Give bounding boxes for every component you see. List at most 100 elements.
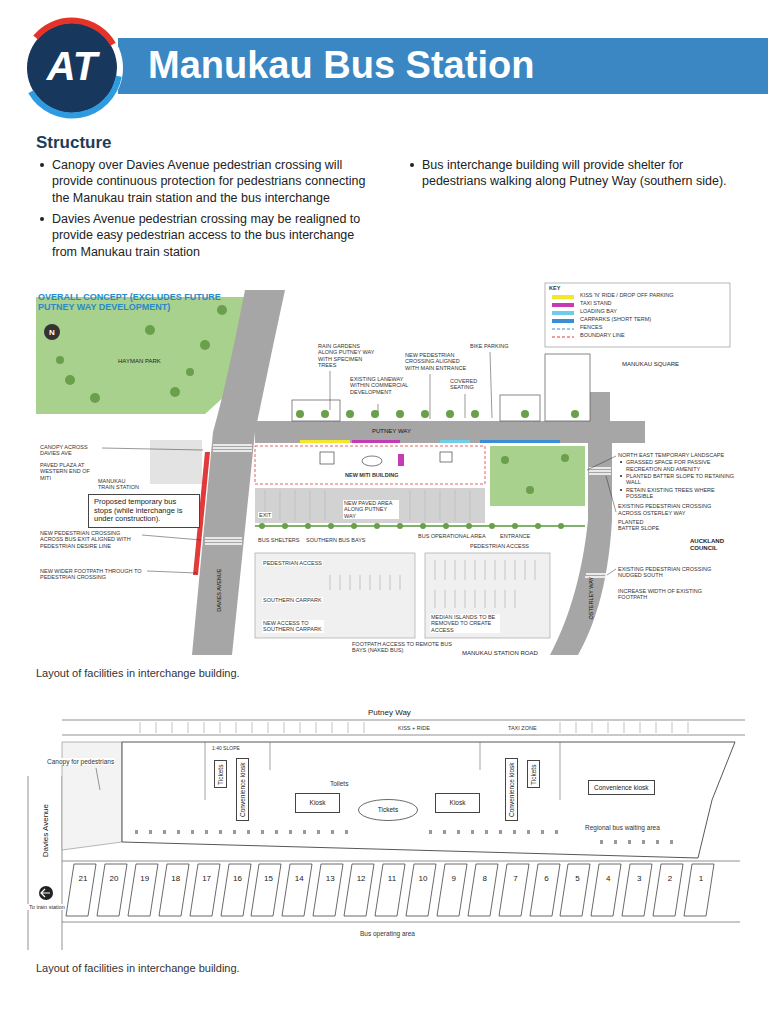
tree-row (255, 523, 585, 529)
bay-outline (468, 864, 498, 916)
bus-bay: 1 (684, 864, 714, 916)
callout-label: To train station (26, 904, 68, 910)
bench (331, 830, 334, 834)
road-edge (28, 720, 745, 950)
callout-label: PEDESTRIAN ACCESS (470, 543, 529, 549)
interchange-building (122, 742, 735, 858)
legend-row: FENCES (550, 325, 726, 332)
bay-outline (190, 864, 220, 916)
direction-arrow (39, 886, 53, 900)
road-name: Davies Avenue (41, 803, 50, 856)
legend-row: CARPARKS (SHORT TERM) (550, 317, 726, 324)
road-name: Putney Way (368, 708, 411, 717)
carpark (475, 590, 476, 608)
plan-title: OVERALL CONCEPT (EXCLUDES FUTURE PUTNEY … (38, 292, 253, 313)
bench (443, 830, 446, 834)
legend-line-sample (552, 329, 574, 330)
carpark (475, 560, 476, 580)
bay-number: 2 (655, 874, 685, 883)
parking-tick (220, 722, 221, 733)
tree-row (282, 523, 288, 529)
callout-label: 1:40 SLOPE (212, 746, 240, 752)
bay-number: 13 (315, 874, 345, 883)
parking-strip (300, 440, 560, 443)
road (255, 421, 645, 443)
bay-outline (406, 864, 436, 916)
callout-label: NEW PAVED AREA ALONG PUTNEY WAY (343, 500, 399, 519)
bench (149, 830, 152, 834)
callout-label: RETAIN EXISTING TREES WHERE POSSIBLE (626, 487, 736, 500)
bay-outline (251, 864, 281, 916)
leader-line (102, 448, 203, 450)
pedestrian-crossing (213, 450, 252, 452)
bay-outline (437, 864, 467, 916)
bench (289, 830, 292, 834)
bus-bay: 6 (530, 864, 560, 916)
tree-row (397, 523, 403, 529)
interchange-building (122, 742, 735, 858)
inner-wall (560, 742, 561, 800)
header-band (118, 38, 768, 94)
carpark (465, 560, 466, 580)
bay-outline (530, 864, 560, 916)
area-label: Regional bus waiting area (585, 824, 660, 831)
legend-row: TAXI STAND (550, 301, 726, 308)
logo-badge (21, 17, 123, 119)
callout-label: RAIN GARDENS ALONG PUTNEY WAY WITH SPECI… (318, 343, 380, 368)
miti-building (320, 452, 334, 464)
bench (600, 840, 603, 844)
carpark (515, 560, 516, 580)
tree (296, 410, 304, 418)
node-text: Tickets (530, 764, 537, 784)
bullet-dot (620, 461, 622, 463)
bay-number: 5 (562, 874, 592, 883)
legend-text: LOADING BAY (580, 308, 617, 314)
bay-outline (159, 864, 189, 916)
bus-area (295, 490, 296, 521)
bench (233, 830, 236, 834)
bay-number: 1 (686, 874, 716, 883)
carpark (505, 560, 506, 580)
bus-area (440, 490, 441, 521)
tree-row (259, 523, 564, 529)
carpark (495, 590, 496, 608)
bay-number: 15 (253, 874, 283, 883)
parking-strip (352, 440, 400, 443)
tree (346, 410, 354, 418)
callout-label: TAXI ZONE (508, 725, 537, 731)
figure-caption: Layout of facilities in interchange buil… (36, 962, 240, 975)
legend-box (545, 283, 730, 347)
bay-number: 8 (470, 874, 500, 883)
building-name: NEW MITI BUILDING (345, 472, 398, 478)
bay-number: 9 (439, 874, 469, 883)
callout-label: Canopy for pedestrians (46, 758, 115, 765)
road-edge (28, 776, 29, 950)
parking-tick (656, 722, 657, 733)
bay-outline (684, 864, 714, 916)
tree-row (558, 523, 564, 529)
bus-bay: 12 (344, 864, 374, 916)
bus-area (470, 490, 471, 521)
legend-text: BOUNDARY LINE (580, 332, 625, 338)
inner-wall (205, 742, 206, 800)
pedestrian-crossing (589, 473, 611, 475)
road-name: MANUKAU STATION ROAD (462, 650, 538, 657)
carpark (255, 553, 550, 638)
tree (526, 486, 534, 494)
bus-area (425, 490, 426, 521)
bay-outline (591, 864, 621, 916)
miti-building (440, 452, 452, 462)
parking-strip (480, 440, 560, 443)
parking-strip (300, 440, 350, 443)
legend-swatch (552, 319, 574, 323)
direction-arrow (39, 886, 53, 900)
section-heading: Structure (36, 133, 112, 153)
tree-row (374, 523, 380, 529)
carpark (370, 575, 371, 590)
parking-tick (316, 722, 317, 733)
callout-label: NEW WIDER FOOTPATH THROUGH TO PEDESTRIAN… (40, 568, 145, 581)
paved-plaza (150, 440, 202, 484)
bay-number: 20 (99, 874, 129, 883)
bus-bay: 14 (282, 864, 312, 916)
bench (429, 830, 432, 834)
